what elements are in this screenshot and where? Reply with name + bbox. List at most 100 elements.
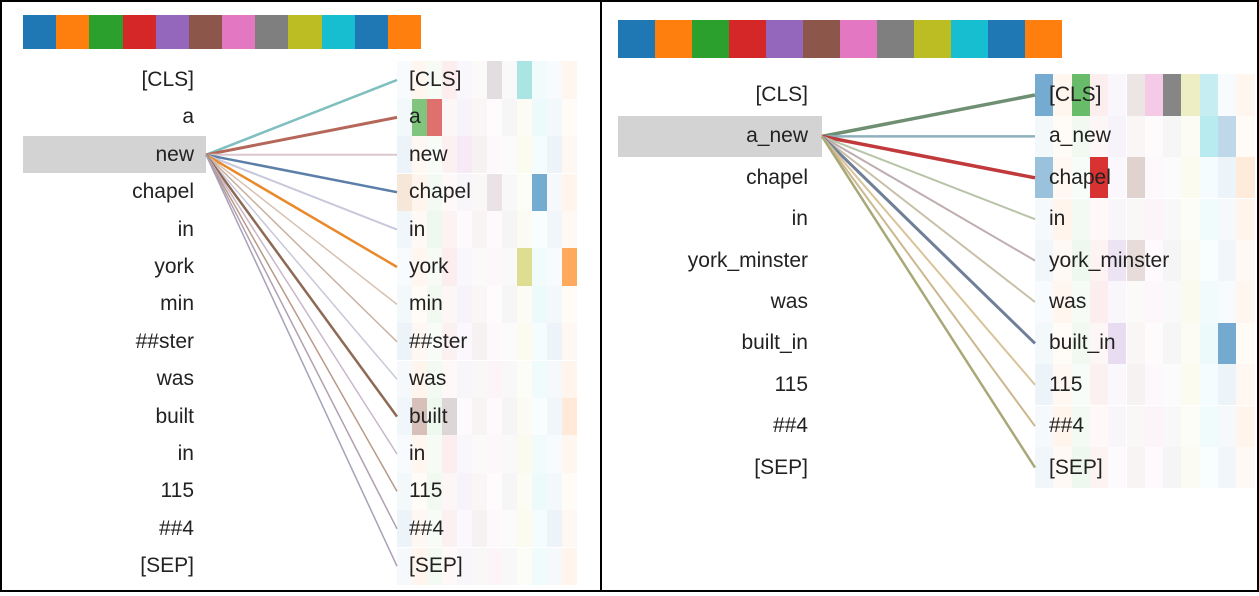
attention-cell: [412, 136, 427, 174]
source-token[interactable]: built_in: [741, 331, 808, 355]
target-token[interactable]: 115: [409, 479, 443, 503]
source-token[interactable]: [SEP]: [140, 554, 194, 578]
attention-cell: [1144, 198, 1164, 240]
target-token[interactable]: [SEP]: [409, 554, 463, 578]
head-swatch-10[interactable]: [354, 15, 388, 49]
target-token[interactable]: new: [409, 142, 448, 166]
target-token[interactable]: was: [409, 367, 447, 391]
attention-cell: [412, 435, 427, 473]
head-swatch-2[interactable]: [692, 20, 729, 58]
source-token[interactable]: ##ster: [135, 329, 194, 353]
head-swatch-3[interactable]: [122, 15, 156, 49]
head-swatch-8[interactable]: [914, 20, 951, 58]
attention-cell: [457, 360, 472, 398]
attention-cell: [487, 360, 502, 398]
attention-cell: [1163, 115, 1182, 158]
attention-cell: [1126, 115, 1145, 158]
attention-cell: [457, 173, 472, 211]
target-token[interactable]: in: [409, 217, 426, 241]
attention-cell: [1035, 198, 1054, 240]
target-token[interactable]: a: [409, 105, 421, 129]
source-token[interactable]: a_new: [746, 124, 808, 148]
target-token[interactable]: ##4: [409, 516, 445, 540]
head-swatch-8[interactable]: [288, 15, 322, 49]
attention-cell: [1218, 239, 1237, 282]
attention-cell: [517, 248, 532, 286]
head-swatch-5[interactable]: [188, 15, 223, 49]
attention-cell-strong: [442, 397, 457, 436]
attention-cell: [1035, 322, 1054, 365]
attention-cell: [1199, 198, 1218, 240]
target-token[interactable]: min: [409, 292, 443, 316]
attention-cell: [1236, 446, 1255, 489]
attention-cell: [502, 98, 517, 137]
source-token[interactable]: min: [160, 292, 194, 316]
attention-cell-strong: [1199, 115, 1218, 158]
head-swatch-11[interactable]: [1025, 20, 1062, 58]
target-token[interactable]: chapel: [1049, 165, 1111, 189]
head-swatch-11[interactable]: [387, 15, 422, 49]
target-token[interactable]: 115: [1049, 372, 1083, 396]
head-swatch-4[interactable]: [155, 15, 189, 49]
source-token[interactable]: 115: [160, 479, 194, 503]
head-swatch-7[interactable]: [877, 20, 914, 58]
source-token[interactable]: ##4: [158, 516, 194, 540]
source-token[interactable]: [CLS]: [755, 83, 808, 106]
head-swatch-2[interactable]: [89, 15, 123, 49]
target-token[interactable]: built: [409, 404, 448, 428]
attention-lines: [820, 93, 1037, 469]
head-swatch-5[interactable]: [803, 20, 840, 58]
source-token[interactable]: chapel: [132, 180, 194, 204]
attention-cell: [1053, 364, 1072, 406]
target-token[interactable]: [CLS]: [409, 68, 462, 91]
target-token[interactable]: was: [1049, 290, 1087, 313]
head-swatch-0[interactable]: [618, 20, 655, 58]
attention-cell: [532, 285, 547, 324]
source-token[interactable]: [SEP]: [754, 455, 808, 479]
attention-cell: [1181, 322, 1200, 365]
source-token[interactable]: ##4: [772, 414, 808, 438]
source-token[interactable]: [CLS]: [141, 68, 194, 91]
source-token[interactable]: in: [177, 442, 194, 465]
head-swatch-6[interactable]: [840, 20, 877, 58]
head-swatch-0[interactable]: [23, 15, 57, 49]
head-swatch-3[interactable]: [729, 20, 766, 58]
source-token[interactable]: in: [177, 217, 194, 241]
target-token[interactable]: york: [409, 255, 449, 278]
source-token[interactable]: york: [154, 255, 194, 278]
target-token[interactable]: ##ster: [409, 329, 468, 353]
attention-cell-strong: [487, 173, 502, 211]
source-token[interactable]: 115: [774, 372, 808, 396]
target-token[interactable]: a_new: [1049, 124, 1111, 148]
target-token[interactable]: built_in: [1049, 331, 1116, 355]
attention-cell: [532, 360, 547, 398]
head-swatch-6[interactable]: [222, 15, 256, 49]
head-swatch-10[interactable]: [988, 20, 1025, 58]
source-token[interactable]: built: [155, 404, 194, 428]
head-swatch-9[interactable]: [951, 20, 988, 58]
source-token[interactable]: chapel: [746, 165, 808, 189]
target-token[interactable]: chapel: [409, 180, 471, 204]
head-swatch-9[interactable]: [321, 15, 355, 49]
target-token[interactable]: in: [409, 442, 426, 465]
source-token[interactable]: was: [156, 367, 194, 391]
attention-line: [205, 154, 398, 380]
attention-cell: [397, 136, 412, 174]
head-swatch-7[interactable]: [255, 15, 289, 49]
attention-cell: [1035, 157, 1054, 199]
head-swatch-4[interactable]: [766, 20, 803, 58]
target-token[interactable]: [CLS]: [1049, 83, 1102, 106]
target-token[interactable]: ##4: [1049, 414, 1085, 438]
source-token[interactable]: york_minster: [687, 248, 808, 272]
source-token[interactable]: in: [791, 207, 808, 231]
source-token[interactable]: a: [182, 105, 194, 129]
attention-cell: [1071, 281, 1090, 323]
target-token[interactable]: [SEP]: [1049, 455, 1103, 479]
source-token[interactable]: was: [770, 290, 808, 313]
head-swatch-1[interactable]: [655, 20, 692, 58]
head-swatch-1[interactable]: [56, 15, 90, 49]
target-token[interactable]: in: [1049, 207, 1066, 231]
target-token[interactable]: york_minster: [1049, 248, 1170, 272]
attention-cell: [517, 510, 532, 548]
source-token[interactable]: new: [155, 142, 194, 166]
